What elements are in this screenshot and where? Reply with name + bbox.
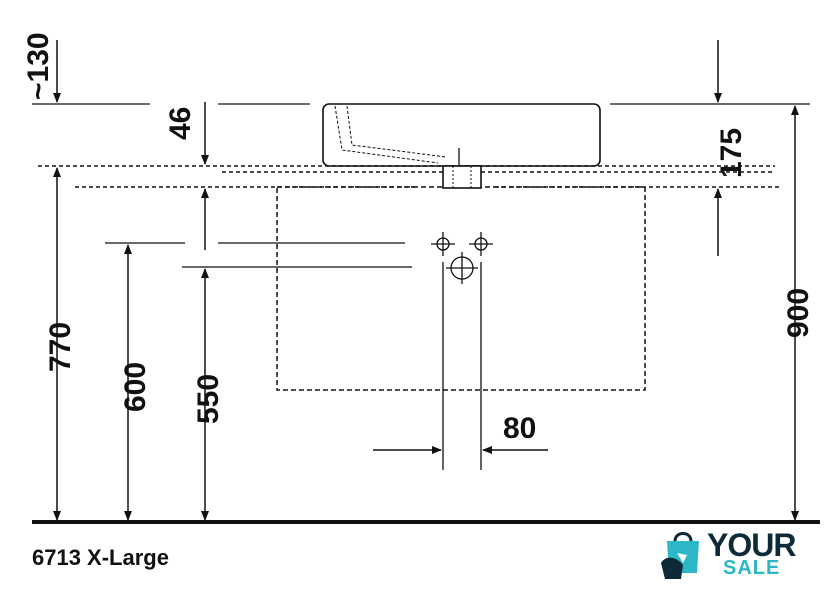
drain (442, 165, 482, 189)
shopping-bag-icon (661, 532, 699, 579)
dim-80-label: 80 (503, 412, 536, 445)
dim-550-label: 550 (192, 374, 225, 424)
dim-600-label: 600 (119, 362, 152, 412)
dim-900-label: 900 (782, 288, 815, 338)
dim-46-label: 46 (164, 107, 197, 140)
water-connections (431, 232, 493, 470)
yoursale-logo: YOUR SALE (657, 523, 827, 585)
cabinet-outline (276, 186, 646, 391)
model-caption: 6713 X-Large (32, 545, 169, 570)
dim-770-label: 770 (44, 322, 77, 372)
dim-130-label: ~130 (22, 32, 55, 100)
logo-text-your: YOUR (707, 527, 796, 563)
basin (322, 103, 601, 189)
dim-175-label: 175 (715, 128, 748, 178)
logo-text-sale: SALE (723, 557, 781, 579)
